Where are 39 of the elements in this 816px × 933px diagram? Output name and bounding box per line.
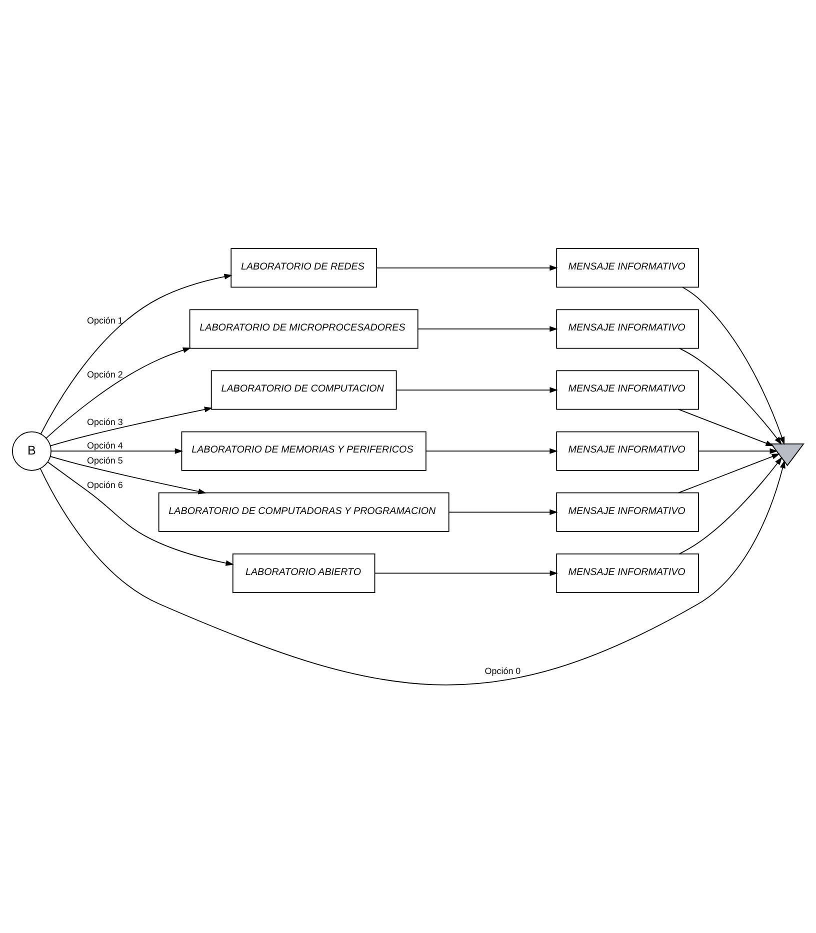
node-box: MENSAJE INFORMATIVO (556, 430, 699, 470)
edge-label: Opción 0 (484, 665, 521, 676)
arrow (418, 326, 558, 332)
arrow (40, 273, 232, 434)
node-box: LABORATORIO DE REDES (230, 248, 378, 288)
arrow (50, 406, 213, 446)
node-box: MENSAJE INFORMATIVO (556, 552, 699, 592)
node-box: LABORATORIO DE COMPUTACION (210, 370, 397, 410)
edge-label: Opción 1 (86, 315, 123, 326)
edge-label: Opción 5 (86, 455, 123, 466)
arrow (678, 453, 780, 493)
arrow (448, 508, 558, 514)
arrow (678, 408, 774, 446)
arrow (698, 448, 778, 454)
arrow (50, 448, 183, 454)
node-box: LABORATORIO DE MEMORIAS Y PERIFERICOS (181, 430, 426, 470)
node-box: MENSAJE INFORMATIVO (556, 492, 699, 532)
node-box: LABORATORIO DE MICROPROCESADORES (189, 308, 418, 348)
arrow (40, 460, 786, 685)
node-box: MENSAJE INFORMATIVO (556, 248, 699, 288)
arrow (376, 264, 558, 270)
node-circle: B (12, 430, 52, 470)
node-box: MENSAJE INFORMATIVO (556, 308, 699, 348)
arrow (682, 286, 785, 444)
arrow (679, 456, 782, 554)
arrow (679, 347, 782, 444)
edge-label: Opción 6 (86, 479, 123, 490)
arrow (426, 448, 558, 454)
arrow (374, 570, 558, 576)
node-box: LABORATORIO ABIERTO (232, 552, 376, 592)
node-box: MENSAJE INFORMATIVO (556, 370, 699, 410)
edge-label: Opción 3 (86, 416, 123, 427)
arrow (47, 461, 234, 566)
edge-label: Opción 4 (86, 440, 123, 450)
arrow (46, 346, 192, 438)
node-box: LABORATORIO DE COMPUTADORAS Y PROGRAMACION (158, 492, 450, 532)
edge-label: Opción 2 (86, 368, 123, 379)
arrow (396, 386, 558, 392)
arrow (50, 455, 206, 494)
